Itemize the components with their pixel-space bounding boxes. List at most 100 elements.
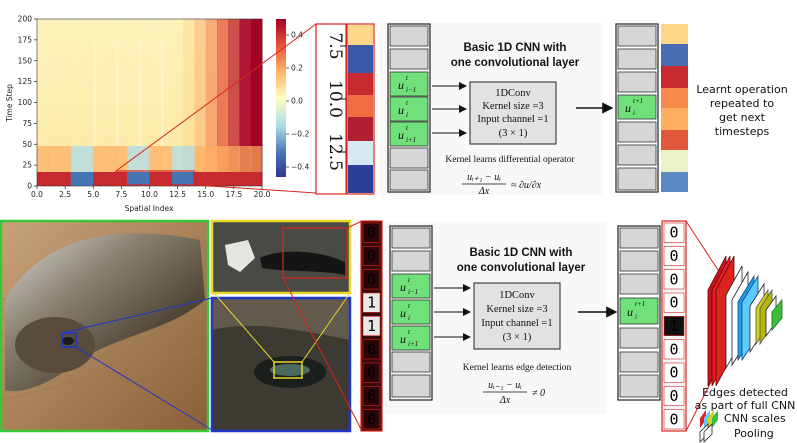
legend-cnn-scales: CNN scales <box>724 412 786 425</box>
heatmap-ylabel: Time Step <box>5 84 14 123</box>
heatmap-column <box>149 19 162 186</box>
heatmap-bottom-cell <box>205 172 218 186</box>
colorbar-tick-label: 0.0 <box>291 97 303 106</box>
heatmap-column <box>205 19 218 186</box>
top-cell-out <box>617 94 657 120</box>
output-bit-cell <box>663 386 685 406</box>
input-bit-label: 0 <box>367 340 376 358</box>
input-bit-cell <box>362 339 381 360</box>
bottom-output-column: u i t+1 <box>617 225 661 401</box>
heatmap-column <box>172 19 184 186</box>
top-output-column: u i t+1 <box>615 23 659 193</box>
svg-text:i: i <box>633 109 635 117</box>
heatmap-column <box>194 19 207 186</box>
svg-text:i: i <box>635 313 637 321</box>
top-formula-num: uᵢ₊₁ − uᵢ <box>467 172 501 183</box>
right-text-line4: timesteps <box>715 125 770 138</box>
cat-head <box>15 317 95 373</box>
top-formula-den: Δx <box>478 186 490 197</box>
top-input-column: u i−1 t u i t u i+1 t <box>387 23 431 193</box>
input-bit-label: 0 <box>367 247 376 265</box>
output-bit-label: 0 <box>669 270 678 288</box>
heatmap-bottom-cell <box>82 172 94 186</box>
heatmap-ytick-label: 100 <box>18 98 33 107</box>
heatmap-ytick-label: 125 <box>18 77 33 86</box>
output-bit-cell <box>663 222 685 243</box>
edge-highlight-box <box>282 227 348 279</box>
input-bit-cell <box>362 246 381 266</box>
cat-photo <box>0 219 213 433</box>
heatmap-bottom-cell <box>183 172 195 186</box>
heatmap-bottom-cell <box>37 172 49 186</box>
heatmap-column <box>115 19 128 186</box>
output-bit-cell <box>663 362 685 383</box>
heatmap-fade-cell <box>59 146 72 172</box>
heatmap-bottom-cell <box>115 172 128 186</box>
heatmap-ytick-label: 25 <box>22 161 32 170</box>
heatmap-xtick-label: 17.5 <box>226 190 243 199</box>
bottom-title-line2: one convolutional layer <box>457 262 586 274</box>
output-color-strip <box>661 24 688 192</box>
pupil-zoom-frame <box>210 219 352 295</box>
input-bit-cell <box>362 362 381 383</box>
bottom-title-line1: Basic 1D CNN with <box>470 247 573 259</box>
heatmap-column <box>250 19 263 186</box>
heatmap-column <box>183 19 195 186</box>
heatmap-fade-cell <box>194 146 207 172</box>
cat-eye <box>62 337 74 345</box>
input-bit-label: 0 <box>367 270 376 288</box>
heatmap-bottom-cell <box>160 172 173 186</box>
heatmap-fade-cell <box>205 146 218 172</box>
svg-text:i: i <box>406 111 408 119</box>
heatmap-column <box>82 19 94 186</box>
input-bit-label: 0 <box>367 410 376 428</box>
right-text-line2: repeated to <box>710 97 774 110</box>
heatmap-bottom-cell <box>138 172 150 186</box>
svg-text:i: i <box>408 314 410 322</box>
svg-text:i−1: i−1 <box>408 288 418 296</box>
top-label-next: u <box>398 128 404 142</box>
input-bit-cell <box>362 386 381 406</box>
top-box-line3: Input channel =1 <box>477 114 548 125</box>
colorbar <box>276 19 286 177</box>
svg-text:t+1: t+1 <box>633 97 643 105</box>
heatmap-fade-cell <box>250 146 263 172</box>
heatmap-fade-cell <box>217 146 229 172</box>
right-text-line1: Learnt operation <box>696 83 787 96</box>
eye-highlight-box <box>61 332 77 348</box>
output-bit-cell <box>663 269 685 290</box>
zoom-color-strip <box>346 23 375 195</box>
top-cell-prev <box>389 71 429 97</box>
svg-text:t: t <box>408 302 411 310</box>
input-bit-cell <box>362 269 381 290</box>
heatmap-column <box>70 19 83 186</box>
heatmap-xtick-label: 0.0 <box>31 190 43 199</box>
bottom-cell-cur <box>391 299 431 325</box>
cnn-text-line2: as part of full CNN <box>695 399 796 412</box>
pupil-highlight-box <box>273 361 303 379</box>
zoom-tick-frame <box>315 23 347 195</box>
legend-pooling: Pooling <box>734 427 774 440</box>
right-text-line3: get next <box>719 111 766 124</box>
colorbar-tick-label: −0.4 <box>291 163 309 172</box>
bottom-box-line2: Kernel size =3 <box>486 304 547 315</box>
output-bit-label: 0 <box>669 224 678 242</box>
top-caption: Kernel learns differential operator <box>445 154 575 165</box>
heatmap-bottom-cell <box>70 172 83 186</box>
input-bit-label: 1 <box>367 294 376 312</box>
svg-text:t: t <box>406 74 409 82</box>
bottom-label-next: u <box>400 332 406 346</box>
heatmap-fade-cell <box>115 146 128 172</box>
heatmap-column <box>59 19 72 186</box>
pupil-highlight <box>225 240 255 272</box>
svg-text:t+1: t+1 <box>635 300 645 308</box>
heatmap-fade-cell <box>82 146 94 172</box>
bottom-input-column: u i−1 t u i t u i+1 t <box>389 225 433 401</box>
svg-text:t: t <box>406 124 409 132</box>
bottom-label-cur: u <box>400 306 406 320</box>
highlight-box <box>115 170 195 186</box>
bottom-caption: Kernel learns edge detection <box>463 363 572 373</box>
heatmap-fade-cell <box>48 146 60 172</box>
